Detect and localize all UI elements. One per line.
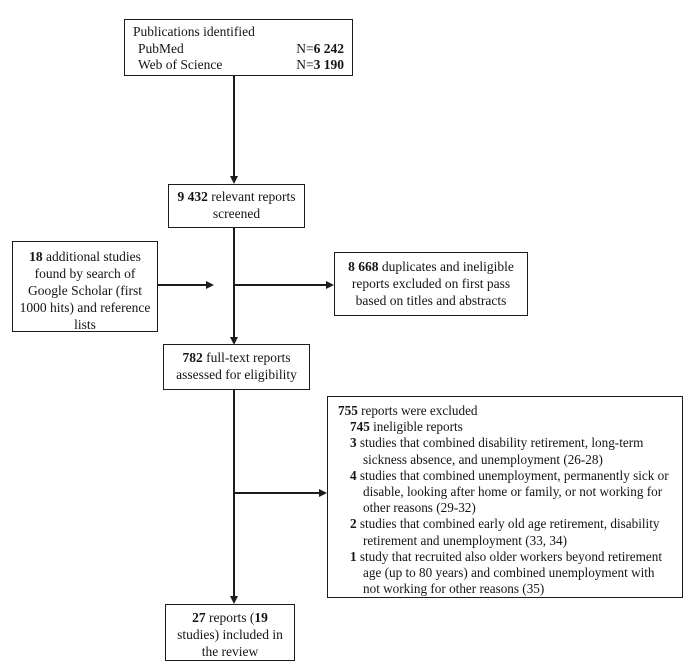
wos-n-value: 3 190 (313, 57, 344, 72)
publications-identified-title: Publications identified (133, 24, 255, 39)
excluded-item-count: 745 (350, 419, 370, 435)
excluded-item-text: studies that combined early old age reti… (356, 516, 660, 548)
wos-count: N=3 190 (296, 57, 344, 74)
excluded-item-count: 4 (350, 467, 357, 483)
wos-n-prefix: N= (296, 57, 314, 72)
excluded-item-text: ineligible reports (369, 419, 463, 435)
arrow-identified-to-screened-shaft (233, 76, 235, 176)
additional-studies-box: 18 additional studies found by search of… (12, 241, 158, 332)
included-studies-count: 19 (254, 610, 268, 625)
arrow-fulltext-to-included-head (229, 596, 238, 604)
fulltext-text: full-text reports assessed for eligibili… (176, 350, 297, 382)
duplicates-excluded-box: 8 668 duplicates and ineligible reports … (334, 252, 528, 316)
included-in-review-box: 27 reports (19 studies) included in the … (165, 604, 295, 661)
arrow-mainline-to-excluded-head (319, 488, 327, 497)
arrow-additional-to-mainline-head (206, 280, 214, 289)
screened-text: relevant reports screened (207, 189, 296, 221)
fulltext-count: 782 (182, 350, 203, 365)
pubmed-row: PubMed N=6 242 (133, 41, 344, 58)
excluded-item-count: 2 (350, 516, 357, 532)
excluded-item-text: reports were excluded (357, 403, 478, 418)
included-text-2: studies) included in the review (177, 627, 283, 659)
excluded-item-count: 755 (338, 403, 358, 418)
excluded-item-text: studies that combined unemployment, perm… (356, 467, 669, 516)
reports-excluded-box: 755 reports were excluded 745 ineligible… (327, 396, 683, 598)
arrow-additional-to-mainline-shaft (158, 284, 206, 286)
arrow-identified-to-screened-head (229, 176, 238, 184)
excluded-item: 1 study that recruited also older worker… (338, 549, 674, 598)
included-text-1: reports ( (205, 610, 255, 625)
arrow-mainline-to-duplicates-shaft (235, 284, 326, 286)
fulltext-assessed-box: 782 full-text reports assessed for eligi… (163, 344, 310, 390)
wos-label: Web of Science (138, 57, 223, 72)
screened-count: 9 432 (177, 189, 208, 204)
arrow-screened-to-fulltext-shaft (233, 228, 235, 337)
pubmed-n-prefix: N= (296, 40, 314, 56)
excluded-item: 2 studies that combined early old age re… (338, 516, 674, 548)
excluded-item: 745 ineligible reports (338, 419, 674, 435)
additional-count: 18 (29, 249, 43, 264)
excluded-item-count: 1 (350, 548, 357, 564)
arrow-mainline-to-excluded-shaft (234, 492, 319, 494)
arrow-screened-to-fulltext-head (229, 337, 238, 345)
arrow-mainline-to-duplicates-head (326, 280, 334, 289)
excluded-item: 4 studies that combined unemployment, pe… (338, 468, 674, 517)
excluded-item-count: 3 (350, 435, 357, 451)
arrow-fulltext-to-included-shaft (233, 390, 235, 596)
wos-row: Web of Science N=3 190 (133, 57, 344, 74)
pubmed-n-value: 6 242 (313, 40, 344, 56)
duplicates-text: duplicates and ineligible reports exclud… (351, 259, 514, 308)
publications-identified-box: Publications identified PubMed N=6 242 W… (124, 19, 353, 76)
additional-text: additional studies found by search of Go… (19, 249, 151, 332)
duplicates-count: 8 668 (348, 259, 379, 274)
excluded-item-text: study that recruited also older workers … (356, 548, 663, 597)
excluded-item: 3 studies that combined disability retir… (338, 435, 674, 467)
excluded-item-text: studies that combined disability retirem… (356, 435, 644, 467)
excluded-item: 755 reports were excluded (338, 403, 674, 419)
pubmed-count: N=6 242 (296, 41, 344, 58)
pubmed-label: PubMed (138, 40, 184, 56)
reports-screened-box: 9 432 relevant reports screened (168, 184, 305, 228)
included-reports-count: 27 (192, 610, 206, 625)
